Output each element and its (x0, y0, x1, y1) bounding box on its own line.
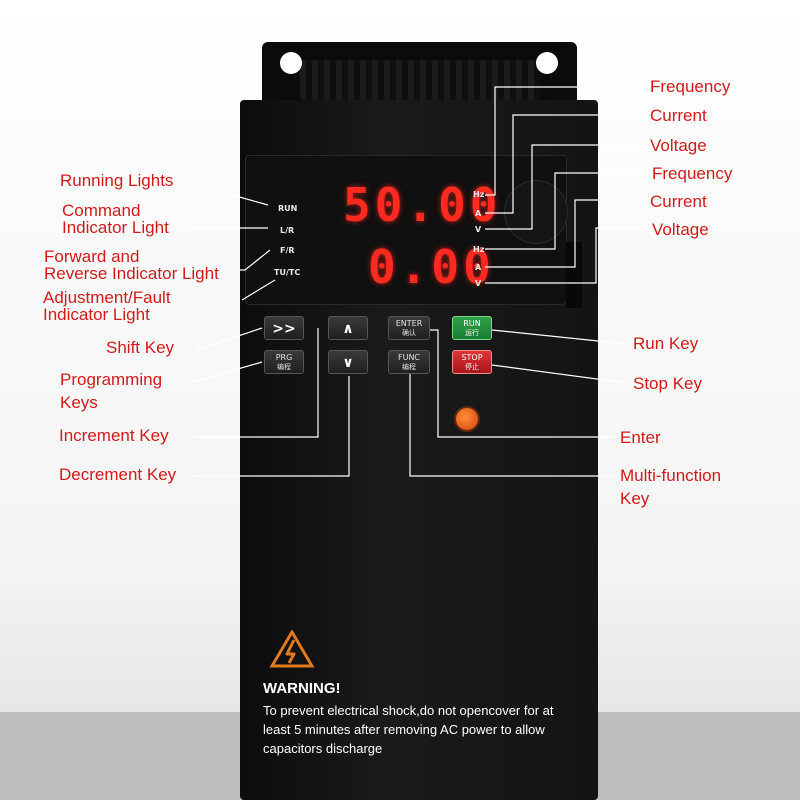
label-enter: Enter (620, 428, 661, 447)
label-run-key: Run Key (633, 334, 699, 353)
label-shift-key: Shift Key (106, 338, 175, 357)
label-increment-key: Increment Key (59, 426, 169, 445)
indicator-tutc: TU/TC (274, 268, 301, 277)
unit-hz-bottom: Hz (473, 245, 485, 254)
prg-key-sublabel: 编程 (277, 363, 291, 371)
label-voltage-bottom: Voltage (652, 220, 709, 239)
prg-key-label: PRG (275, 353, 293, 362)
enter-key-sublabel: 确认 (402, 329, 416, 337)
side-port-slot (566, 242, 582, 308)
unit-v-bottom: V (475, 279, 482, 288)
unit-a-bottom: A (475, 263, 482, 272)
unit-a-top: A (475, 209, 482, 218)
stop-key[interactable]: STOP 停止 (452, 350, 492, 374)
programming-key[interactable]: PRG 编程 (264, 350, 304, 374)
label-frequency-bottom: Frequency (652, 164, 733, 183)
stop-key-sublabel: 停止 (465, 363, 479, 371)
label-forward-line2: Reverse Indicator Light (44, 264, 219, 283)
run-key[interactable]: RUN 运行 (452, 316, 492, 340)
label-frequency-top: Frequency (650, 77, 731, 96)
power-indicator-lamp (454, 406, 480, 432)
func-key[interactable]: FUNC 编程 (388, 350, 430, 374)
potentiometer-knob[interactable] (504, 180, 568, 244)
label-command-line1: Command (62, 201, 141, 220)
mount-hole-left (280, 52, 302, 74)
cooling-fan-grille (300, 60, 540, 100)
unit-hz-top: Hz (473, 190, 485, 199)
shift-key[interactable]: >> (264, 316, 304, 340)
warning-text-line-1: To prevent electrical shock,do not openc… (263, 703, 554, 718)
decrement-key[interactable]: ∨ (328, 350, 368, 374)
warning-text-line-3: capacitors discharge (263, 741, 383, 756)
label-programming-line1: Programming (60, 370, 163, 389)
warning-title: WARNING! (263, 680, 341, 697)
increment-key[interactable]: ∧ (328, 316, 368, 340)
run-key-sublabel: 运行 (465, 329, 479, 337)
label-voltage-top: Voltage (650, 136, 707, 155)
chevron-up-icon: ∧ (342, 321, 354, 337)
label-adjust-line1: Adjustment/Fault (43, 288, 171, 307)
indicator-fr: F/R (280, 246, 295, 255)
chevron-down-icon: ∨ (342, 355, 354, 371)
label-multi-function-line2: Key (620, 489, 650, 508)
warning-text-line-2: least 5 minutes after removing AC power … (263, 722, 545, 737)
indicator-lr: L/R (280, 226, 295, 235)
label-forward-line1: Forward and (44, 247, 140, 266)
label-command-line2: Indicator Light (62, 218, 169, 237)
func-key-label: FUNC (397, 353, 421, 362)
led-display-bottom: 0.00 (368, 240, 495, 294)
indicator-run: RUN (278, 204, 298, 213)
mount-hole-right (536, 52, 558, 74)
label-programming-line2: Keys (60, 393, 98, 412)
label-multi-function-line1: Multi-function (620, 466, 722, 485)
label-current-bottom: Current (650, 192, 707, 211)
run-key-label: RUN (463, 319, 481, 328)
label-decrement-key: Decrement Key (59, 465, 177, 484)
double-chevron-right-icon: >> (272, 321, 296, 337)
stop-key-label: STOP (461, 353, 483, 362)
enter-key-label: ENTER (395, 319, 423, 328)
label-stop-key: Stop Key (633, 374, 702, 393)
warning-triangle-icon (270, 630, 314, 668)
label-adjust-line2: Indicator Light (43, 305, 150, 324)
enter-key[interactable]: ENTER 确认 (388, 316, 430, 340)
label-current-top: Current (650, 106, 707, 125)
label-running-lights: Running Lights (60, 171, 174, 190)
led-display-top: 50.00 (343, 178, 502, 232)
func-key-sublabel: 编程 (402, 363, 416, 371)
unit-v-top: V (475, 225, 482, 234)
